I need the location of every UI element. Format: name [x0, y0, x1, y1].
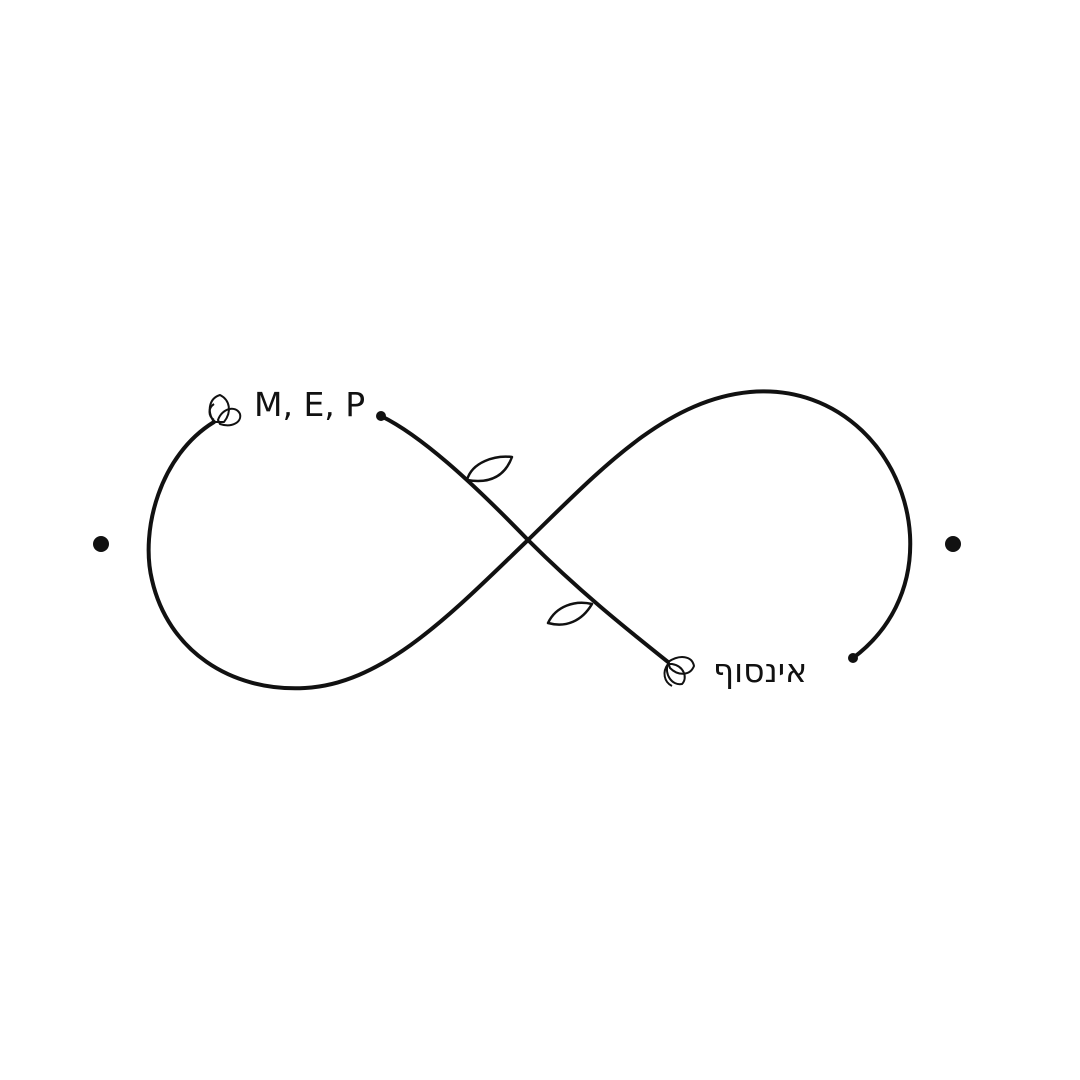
dot-icon: [93, 536, 109, 552]
leaf-icon: [465, 455, 514, 483]
crossing-strand: [379, 414, 670, 664]
initials-label: M, E, P: [254, 385, 366, 424]
flower-bud-icon: [208, 394, 242, 427]
leaf-icon: [546, 601, 594, 626]
flower-bud-icon: [663, 656, 695, 687]
dot-icon: [945, 536, 961, 552]
hebrew-label: אינסוף: [713, 651, 808, 690]
dot-icon: [848, 653, 858, 663]
dot-icon: [376, 411, 386, 421]
